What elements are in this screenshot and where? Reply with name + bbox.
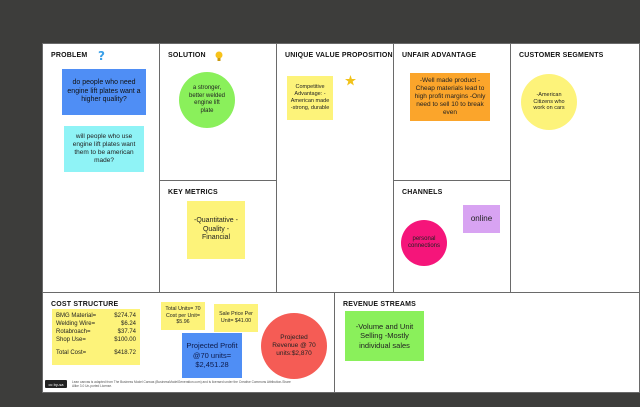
sticky-note-projected-profit[interactable]: Projected Profit @70 units= $2,451.28 [182,333,242,378]
cost-row: BMG Material= $274.74 [56,313,136,319]
section-title-solution: Solution [168,52,206,59]
creative-commons-icon: cc by-sa [45,380,67,388]
section-title-unfair-advantage: Unfair advantage [402,52,477,59]
sticky-note-online[interactable]: online [463,205,500,233]
section-title-revenue-streams: Revenue Streams [343,301,417,308]
sticky-note-metrics[interactable]: -Quantitative -Quality -Financial [187,201,245,259]
section-customer-segments: Customer segments -American Citizens who… [510,43,640,293]
section-revenue-streams: Revenue Streams -Volume and Unit Selling… [334,292,640,393]
section-title-key-metrics: Key Metrics [168,189,218,196]
section-key-metrics: Key Metrics -Quantitative -Quality -Fina… [159,180,277,293]
section-channels: Channels online personal connections [393,180,511,293]
sticky-circle-projected-revenue[interactable]: Projected Revenue @ 70 units:$2,870 [261,313,327,379]
sticky-circle-solution[interactable]: a stronger, better welded engine lift pl… [179,72,235,128]
sticky-note-unfair-advantage[interactable]: -Well made product -Cheap materials lead… [410,73,490,121]
sticky-note-problem-2[interactable]: will people who use engine lift plates w… [64,126,144,172]
section-title-customer-segments: Customer segments [519,52,604,59]
sticky-note-units-cost[interactable]: Total Units= 70 Cost per Unit= $5.96 [161,302,205,330]
svg-text:?: ? [98,49,105,61]
question-mark-icon: ? [98,49,105,61]
section-title-channels: Channels [402,189,443,196]
sticky-circle-customer-segments[interactable]: -American Citizens who work on cars [521,74,577,130]
section-title-cost-structure: Cost Structure [51,301,119,308]
sticky-note-revenue-streams[interactable]: -Volume and Unit Selling -Mostly individ… [345,311,424,361]
sticky-note-uvp[interactable]: Competitive Advantage: -American made -s… [287,76,333,120]
section-solution: Solution a stronger, better welded engin… [159,43,277,181]
sticky-note-cost-table[interactable]: BMG Material= $274.74 Welding Wire= $6.2… [52,309,140,365]
section-problem: Problem ? do people who need engine lift… [42,43,160,293]
cost-total-row: Total Cost= $418.72 [56,350,136,357]
section-title-problem: Problem [51,52,88,59]
section-unique-value-proposition: Unique Value Proposition Competitive Adv… [276,43,394,293]
sticky-circle-personal-connections[interactable]: personal connections [401,220,447,266]
sticky-note-sale-price[interactable]: Sale Price Per Unit= $41.00 [214,304,258,332]
section-unfair-advantage: Unfair advantage -Well made product -Che… [393,43,511,181]
cost-row: Shop Use= $100.00 [56,337,136,344]
sticky-note-problem-1[interactable]: do people who need engine lift plates wa… [62,69,146,115]
cost-row: Welding Wire= $6.24 [56,321,136,328]
lean-canvas-board: Problem ? do people who need engine lift… [42,43,640,393]
license-text: Lean canvas is adapted from The Business… [72,380,291,389]
section-title-uvp: Unique Value Proposition [285,52,393,59]
cost-row: Rotabroach= $37.74 [56,329,136,336]
star-icon [345,75,356,86]
lightbulb-icon [215,51,223,61]
